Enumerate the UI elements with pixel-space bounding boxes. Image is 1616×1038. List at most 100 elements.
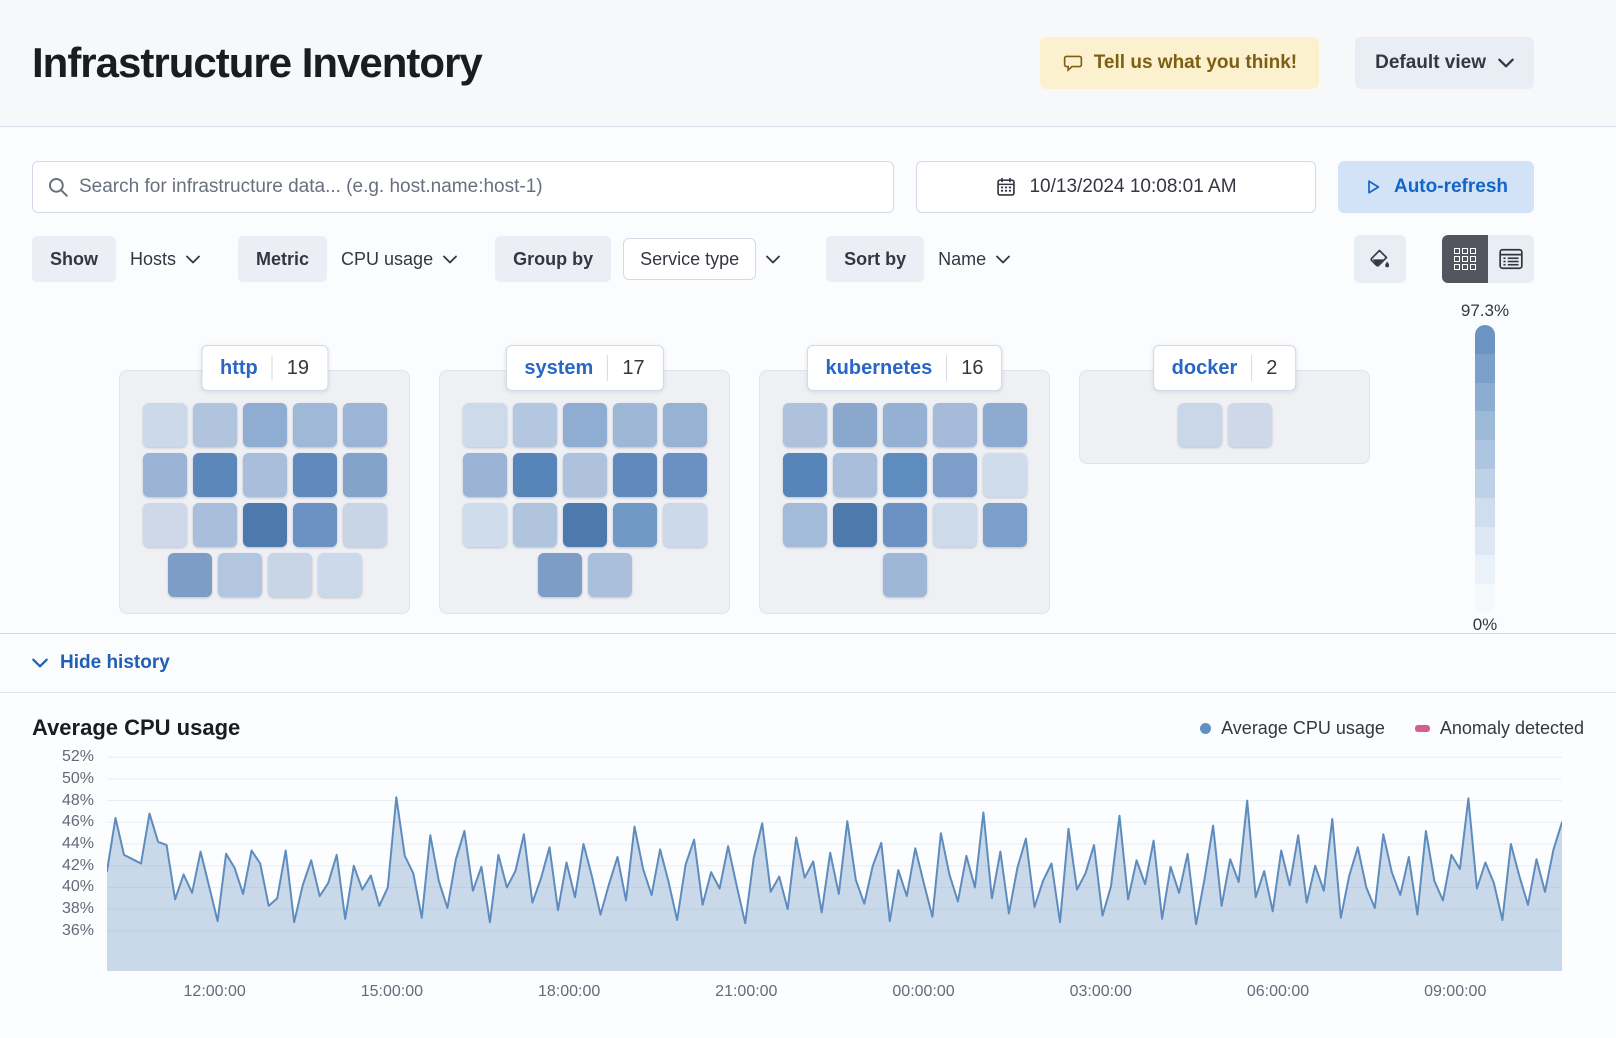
host-cell[interactable] (613, 403, 657, 447)
chevron-down-icon (443, 255, 457, 264)
search-box[interactable] (32, 161, 894, 213)
hide-history-link[interactable]: Hide history (32, 652, 170, 674)
host-cell[interactable] (293, 453, 337, 497)
host-cell[interactable] (143, 503, 187, 547)
host-cell[interactable] (513, 403, 557, 447)
host-cell[interactable] (1178, 403, 1222, 447)
host-cell[interactable] (933, 453, 977, 497)
host-cell[interactable] (883, 503, 927, 547)
host-cell[interactable] (193, 403, 237, 447)
metric-filter-group: Metric CPU usage (238, 236, 471, 282)
host-cell[interactable] (218, 553, 262, 597)
host-cell[interactable] (513, 453, 557, 497)
host-cell[interactable] (318, 553, 362, 597)
host-cell[interactable] (343, 503, 387, 547)
legend-label: Average CPU usage (1221, 718, 1385, 739)
host-cell[interactable] (193, 503, 237, 547)
host-cell[interactable] (168, 553, 212, 597)
host-cell[interactable] (193, 453, 237, 497)
host-cell[interactable] (143, 453, 187, 497)
legend-item[interactable]: Anomaly detected (1415, 718, 1584, 739)
host-cell[interactable] (563, 403, 607, 447)
group-panel (759, 370, 1050, 614)
host-cell[interactable] (513, 503, 557, 547)
view-selector-button[interactable]: Default view (1355, 37, 1534, 89)
host-cell[interactable] (463, 503, 507, 547)
paint-bucket-icon (1368, 247, 1392, 271)
host-cell[interactable] (933, 503, 977, 547)
group-count: 2 (1266, 357, 1277, 380)
host-cell[interactable] (933, 403, 977, 447)
color-scale-legend: 97.3% 0% (1450, 301, 1520, 635)
host-cell[interactable] (613, 453, 657, 497)
host-cell[interactable] (883, 403, 927, 447)
chart-title: Average CPU usage (32, 715, 1200, 741)
host-cell[interactable] (833, 503, 877, 547)
search-input[interactable] (79, 176, 879, 198)
group-by-filter-label: Group by (495, 236, 611, 282)
y-tick-label: 36% (62, 922, 94, 940)
group-header-docker[interactable]: docker 2 (1153, 345, 1297, 391)
chart-plot-area[interactable] (107, 755, 1562, 971)
host-cell[interactable] (883, 453, 927, 497)
group-by-filter-value-chip[interactable]: Service type (623, 238, 756, 280)
host-cell[interactable] (613, 503, 657, 547)
view-mode-toggle (1442, 235, 1534, 283)
host-cell[interactable] (243, 503, 287, 547)
host-cell[interactable] (1228, 403, 1272, 447)
y-tick-label: 52% (62, 748, 94, 766)
host-cell[interactable] (663, 453, 707, 497)
sort-by-filter-select[interactable]: Name (924, 236, 1024, 282)
x-tick-label: 15:00:00 (361, 983, 423, 1001)
cpu-usage-chart[interactable]: 52%50%48%46%44%42%40%38%36% 12:00:0015:0… (32, 755, 1584, 1005)
host-cell[interactable] (783, 403, 827, 447)
table-view-button[interactable] (1488, 235, 1534, 283)
host-cell[interactable] (983, 403, 1027, 447)
host-cell[interactable] (663, 503, 707, 547)
legend-label: Anomaly detected (1440, 718, 1584, 739)
host-cell[interactable] (563, 503, 607, 547)
y-tick-label: 46% (62, 813, 94, 831)
host-cell[interactable] (783, 503, 827, 547)
host-cell[interactable] (983, 503, 1027, 547)
host-cell[interactable] (293, 403, 337, 447)
host-cell[interactable] (343, 453, 387, 497)
group-count: 17 (622, 357, 644, 380)
group-by-filter-value: Service type (640, 249, 739, 270)
host-cell[interactable] (983, 453, 1027, 497)
show-filter-select[interactable]: Hosts (116, 236, 214, 282)
group-name: docker (1172, 357, 1238, 380)
metric-filter-select[interactable]: CPU usage (327, 236, 471, 282)
host-cell[interactable] (538, 553, 582, 597)
host-cell[interactable] (463, 403, 507, 447)
host-cell[interactable] (833, 403, 877, 447)
feedback-button[interactable]: Tell us what you think! (1040, 37, 1319, 89)
page-title: Infrastructure Inventory (32, 39, 1040, 87)
host-cell[interactable] (293, 503, 337, 547)
auto-refresh-button[interactable]: Auto-refresh (1338, 161, 1534, 213)
host-cell[interactable] (343, 403, 387, 447)
host-cell[interactable] (268, 553, 312, 597)
host-cell[interactable] (663, 403, 707, 447)
chevron-down-icon[interactable] (766, 255, 780, 264)
scale-min-label: 0% (1473, 615, 1498, 635)
host-cell[interactable] (243, 453, 287, 497)
service-group-docker: docker 2 (1079, 345, 1370, 464)
host-cell[interactable] (143, 403, 187, 447)
group-header-kubernetes[interactable]: kubernetes 16 (807, 345, 1003, 391)
host-cell[interactable] (883, 553, 927, 597)
host-cell[interactable] (588, 553, 632, 597)
legend-item[interactable]: Average CPU usage (1200, 718, 1385, 739)
scale-max-label: 97.3% (1461, 301, 1509, 321)
group-header-http[interactable]: http 19 (201, 345, 328, 391)
host-cell[interactable] (463, 453, 507, 497)
host-cell[interactable] (563, 453, 607, 497)
group-header-system[interactable]: system 17 (505, 345, 663, 391)
date-picker[interactable]: 10/13/2024 10:08:01 AM (916, 161, 1316, 213)
map-view-button[interactable] (1442, 235, 1488, 283)
host-cell[interactable] (833, 453, 877, 497)
host-cell[interactable] (243, 403, 287, 447)
group-name: system (524, 357, 593, 380)
host-cell[interactable] (783, 453, 827, 497)
color-palette-button[interactable] (1354, 235, 1406, 283)
